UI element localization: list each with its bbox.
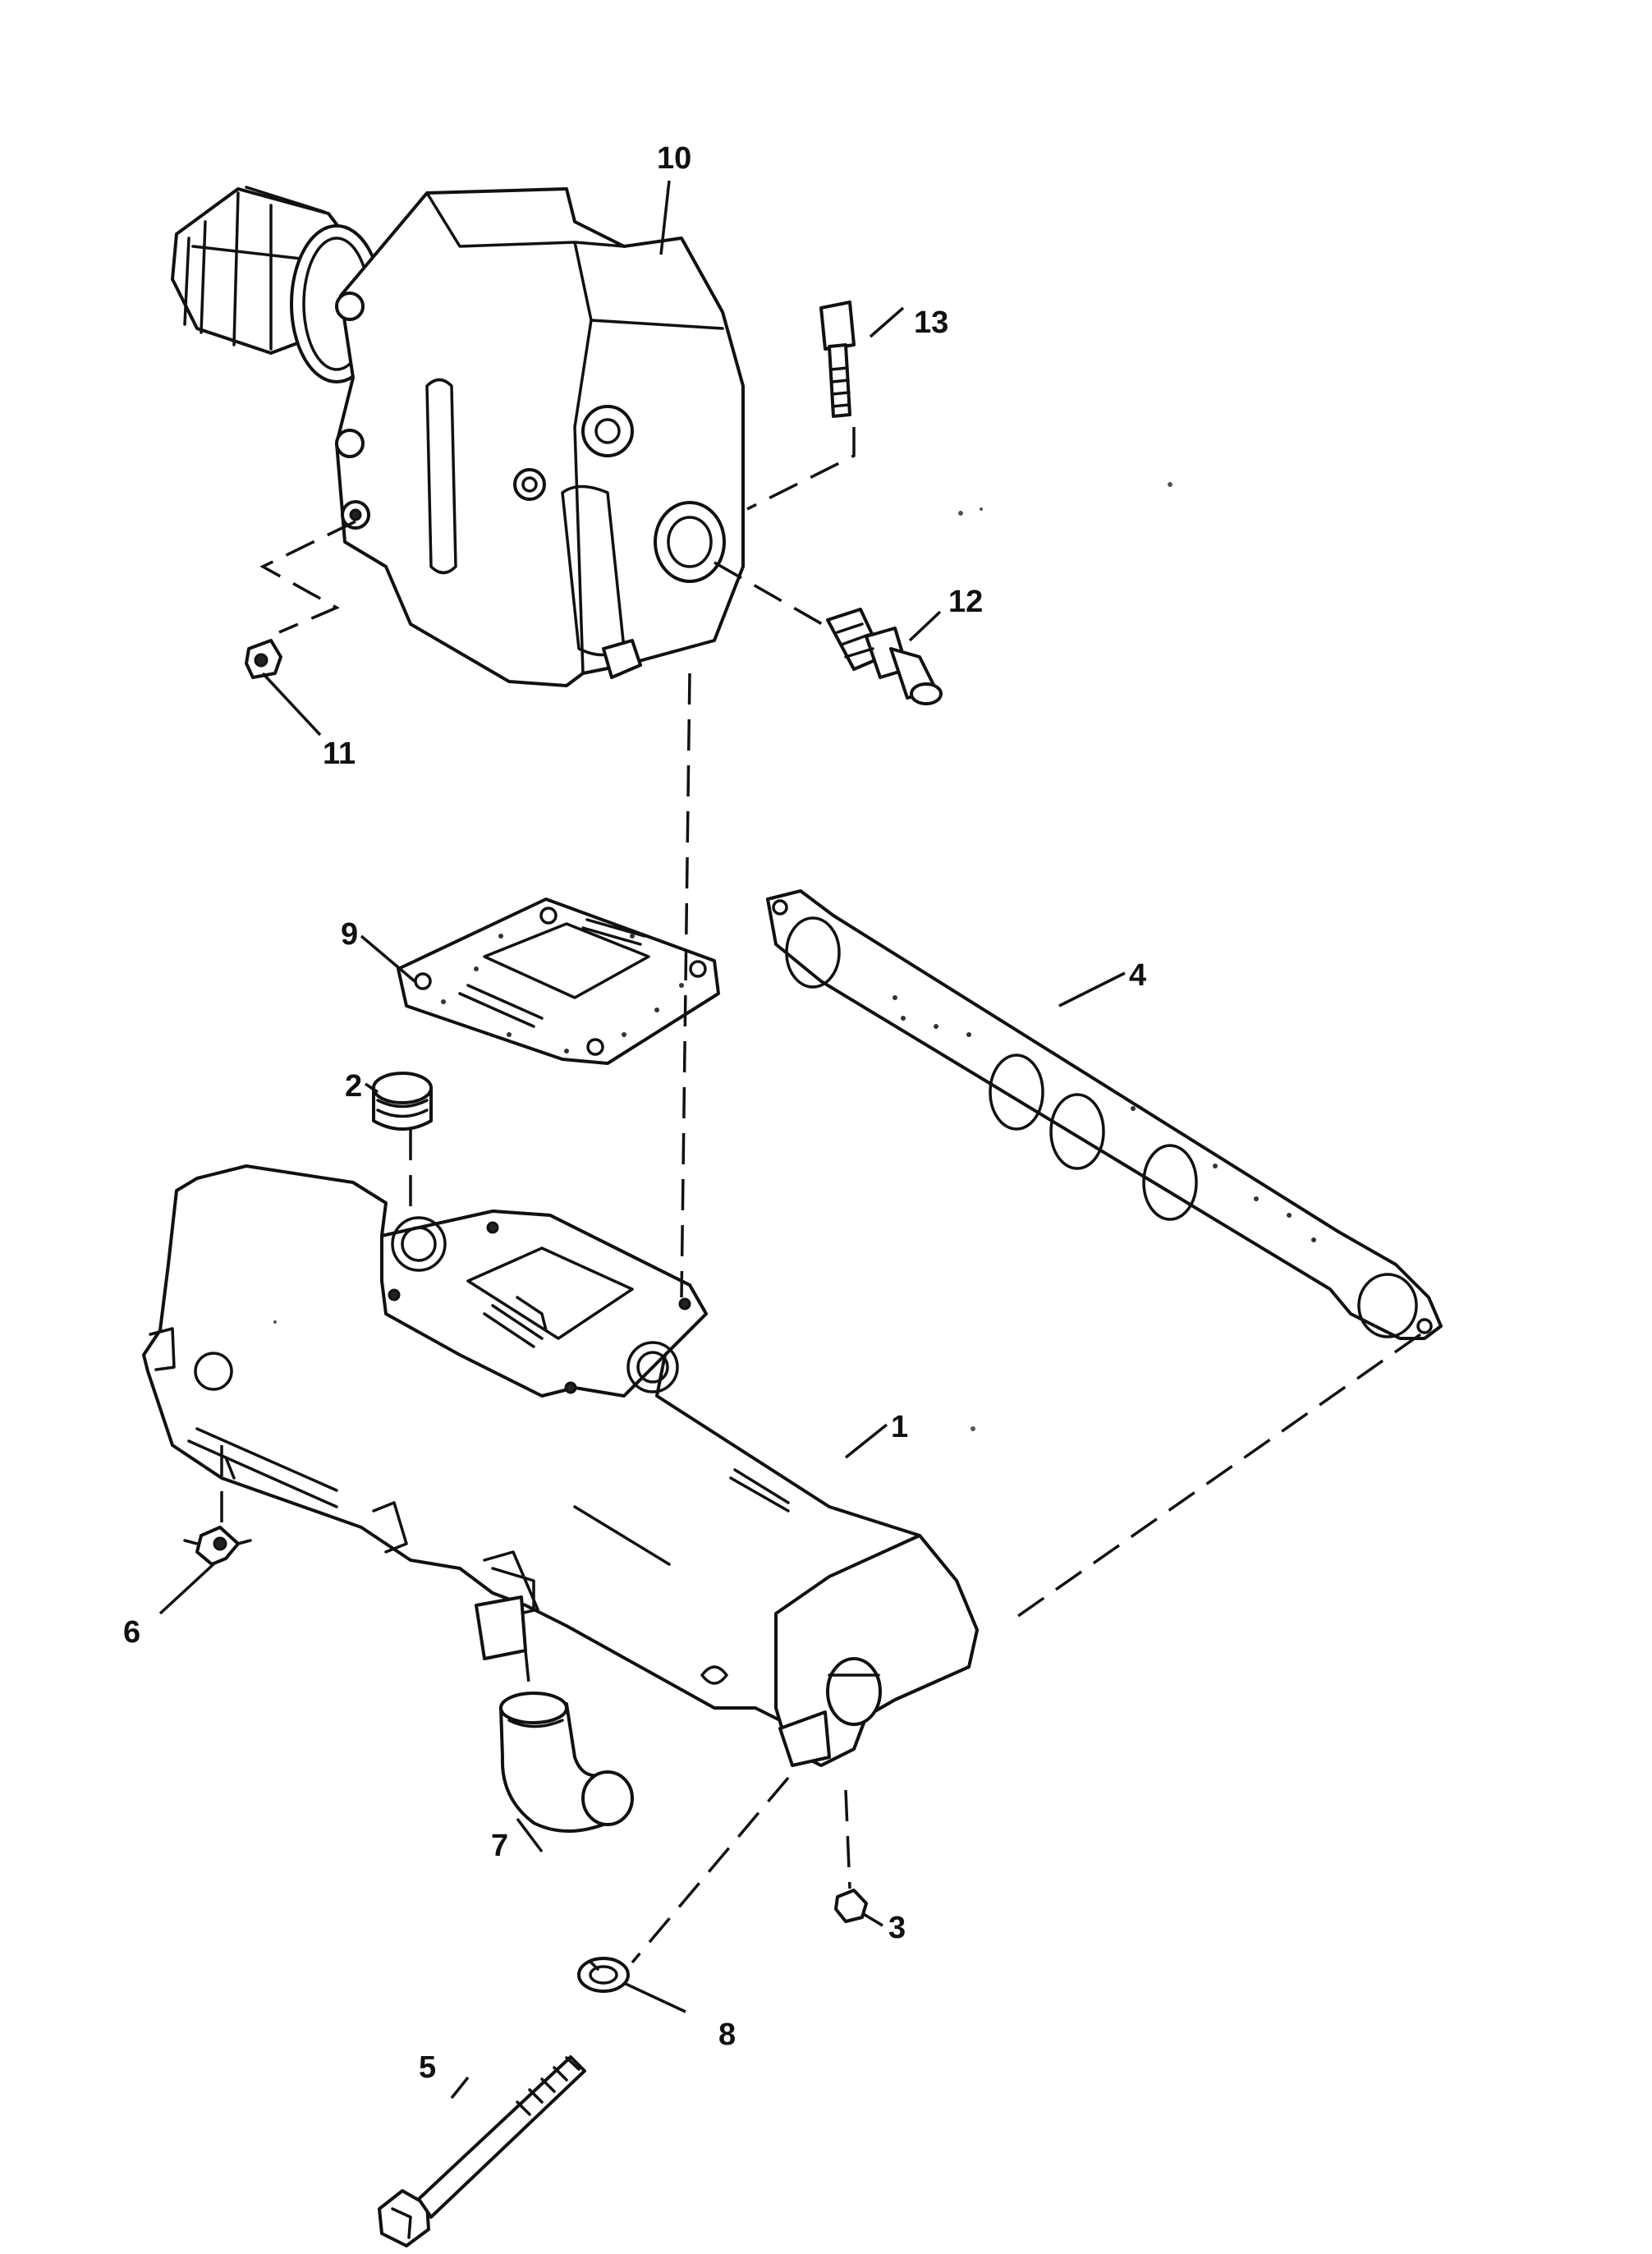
part-3-plug (834, 1889, 868, 1923)
part-10-exhaust-elbow (171, 186, 745, 687)
callout-12: 12 (948, 585, 983, 619)
part-13-bolt (819, 301, 856, 418)
part-11-plug (245, 639, 282, 679)
part-12-fitting (826, 608, 943, 705)
alignment-lines (220, 427, 1422, 1964)
part-9-gasket (397, 897, 720, 1065)
callout-7: 7 (491, 1829, 508, 1863)
callout-8: 8 (718, 2018, 736, 2052)
part-4-gasket (766, 889, 1443, 1340)
leader-lines (158, 180, 1126, 2100)
scan-specks (273, 482, 1172, 1431)
callout-1: 1 (891, 1410, 908, 1444)
callout-3: 3 (888, 1911, 906, 1945)
callout-labels: 10 13 12 11 9 2 4 1 6 7 3 8 5 (123, 141, 1146, 2085)
callout-5: 5 (419, 2050, 436, 2085)
part-2-plug (372, 1072, 433, 1131)
part-5-long-bolt (378, 2055, 586, 2247)
callout-10: 10 (657, 141, 691, 176)
callout-11: 11 (323, 737, 356, 771)
callout-4: 4 (1129, 958, 1146, 993)
part-8-washer (577, 1957, 630, 1993)
callout-6: 6 (123, 1615, 140, 1650)
part-7-elbow (499, 1692, 634, 1833)
callout-13: 13 (914, 305, 948, 340)
part-6-drain-cock (183, 1526, 252, 1566)
part-1-exhaust-manifold (142, 1164, 979, 1767)
callout-9: 9 (341, 917, 358, 952)
callout-2: 2 (345, 1069, 362, 1104)
